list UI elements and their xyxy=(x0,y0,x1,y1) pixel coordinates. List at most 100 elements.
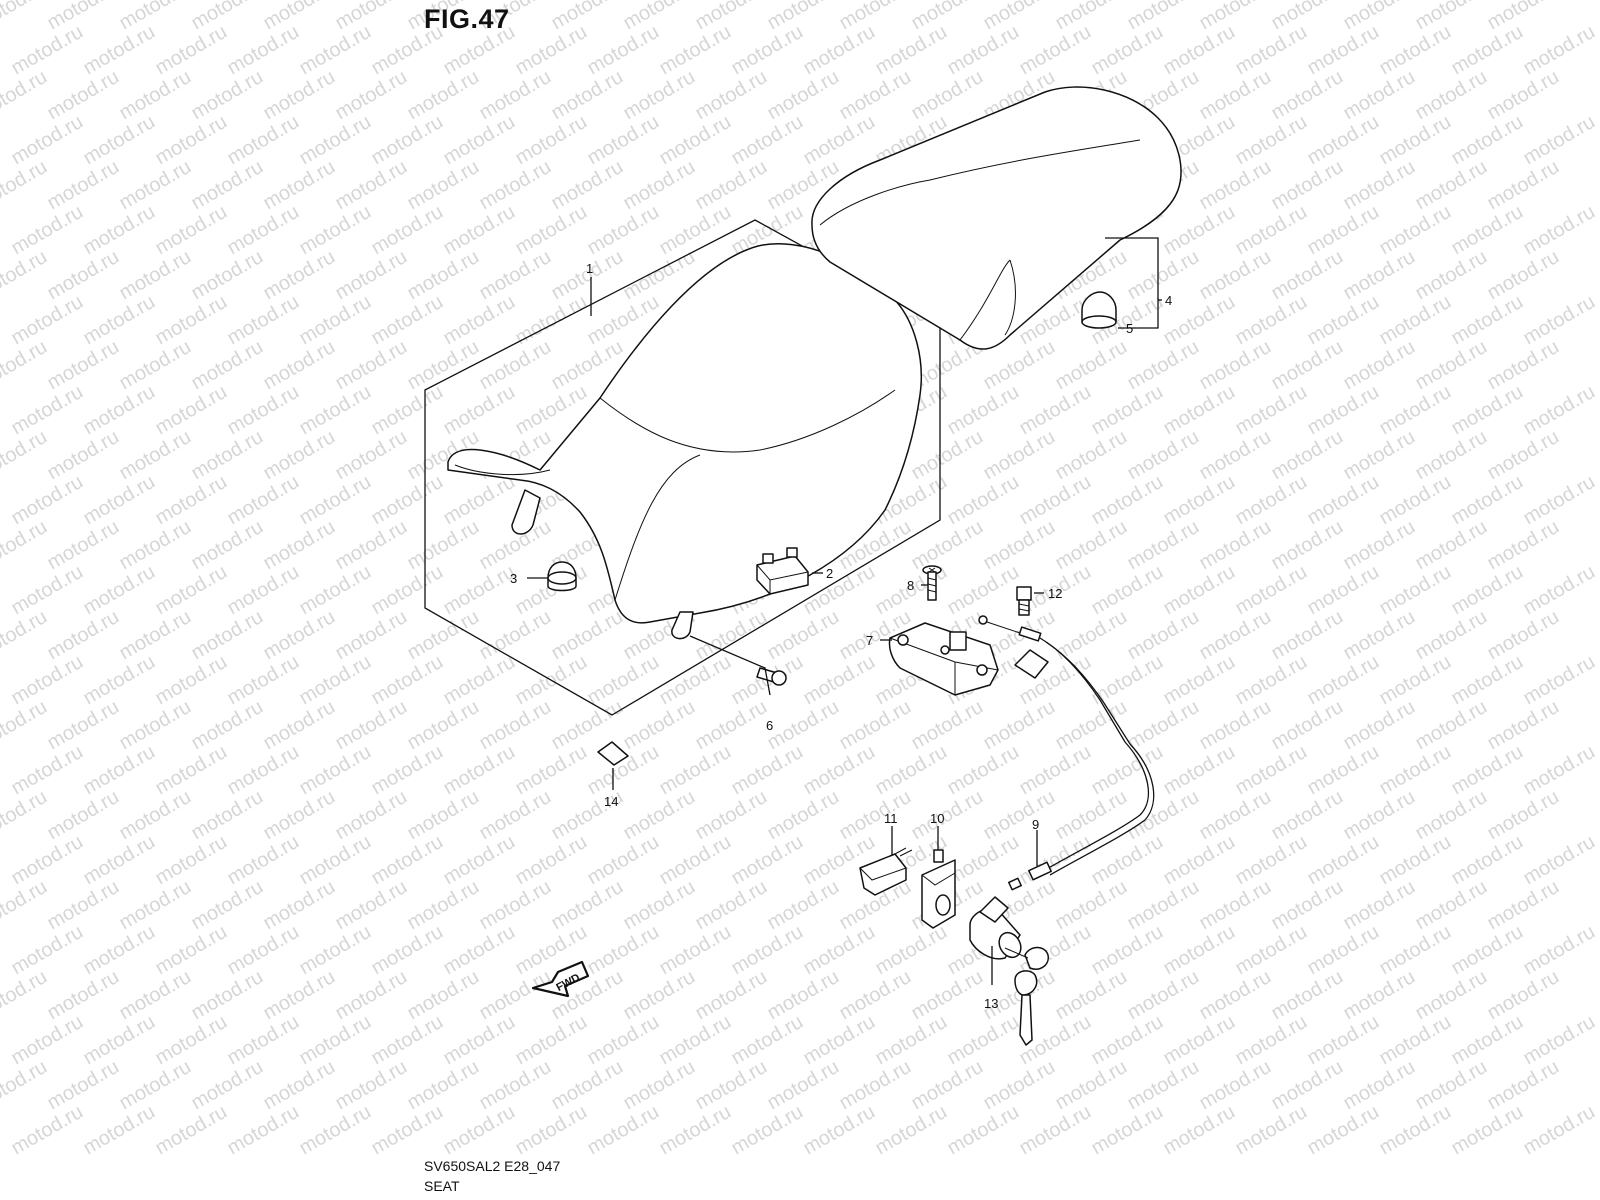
watermark-text: motod.ru xyxy=(8,831,87,890)
watermark-text: motod.ru xyxy=(512,1101,591,1160)
watermark-text: motod.ru xyxy=(476,66,555,125)
watermark-text: motod.ru xyxy=(1412,876,1491,935)
watermark-text: motod.ru xyxy=(152,111,231,170)
watermark-text: motod.ru xyxy=(728,21,807,80)
watermark-text: motod.ru xyxy=(512,201,591,260)
watermark-text: motod.ru xyxy=(980,696,1059,755)
watermark-text: motod.ru xyxy=(368,831,447,890)
callout-4: 4 xyxy=(1165,293,1172,308)
watermark-text: motod.ru xyxy=(476,696,555,755)
watermark-text: motod.ru xyxy=(260,246,339,305)
watermark-text: motod.ru xyxy=(1268,1056,1347,1115)
watermark-text: motod.ru xyxy=(188,66,267,125)
watermark-text: motod.ru xyxy=(980,786,1059,845)
watermark-text: motod.ru xyxy=(1340,426,1419,485)
watermark-text: motod.ru xyxy=(1520,831,1599,890)
watermark-text: motod.ru xyxy=(1088,471,1167,530)
watermark-text: motod.ru xyxy=(1520,561,1599,620)
watermark-text: motod.ru xyxy=(1268,246,1347,305)
watermark-text: motod.ru xyxy=(80,21,159,80)
watermark-text: motod.ru xyxy=(404,66,483,125)
watermark-text: motod.ru xyxy=(764,606,843,665)
watermark-text: motod.ru xyxy=(1376,291,1455,350)
watermark-text: motod.ru xyxy=(908,66,987,125)
label-drawing xyxy=(597,741,629,766)
watermark-text: motod.ru xyxy=(1340,786,1419,845)
model-code: SV650SAL2 E28_047 xyxy=(424,1158,561,1174)
watermark-text: motod.ru xyxy=(1232,201,1311,260)
watermark-text: motod.ru xyxy=(656,1011,735,1070)
watermark-text: motod.ru xyxy=(80,201,159,260)
watermark-text: motod.ru xyxy=(512,831,591,890)
watermark-text: motod.ru xyxy=(980,516,1059,575)
watermark-text: motod.ru xyxy=(584,1011,663,1070)
watermark-text: motod.ru xyxy=(1484,426,1563,485)
watermark-text: motod.ru xyxy=(692,876,771,935)
watermark-text: motod.ru xyxy=(332,786,411,845)
watermark-text: motod.ru xyxy=(116,876,195,935)
watermark-text: motod.ru xyxy=(440,1101,519,1160)
callout-2: 2 xyxy=(826,566,833,581)
front-seat-drawing xyxy=(447,242,923,640)
watermark-text: motod.ru xyxy=(1232,291,1311,350)
watermark-text: motod.ru xyxy=(692,966,771,1025)
watermark-text: motod.ru xyxy=(368,651,447,710)
watermark-text: motod.ru xyxy=(908,966,987,1025)
watermark-text: motod.ru xyxy=(548,0,627,34)
watermark-text: motod.ru xyxy=(656,21,735,80)
watermark-text: motod.ru xyxy=(620,66,699,125)
watermark-text: motod.ru xyxy=(1160,471,1239,530)
watermark-text: motod.ru xyxy=(44,696,123,755)
watermark-text: motod.ru xyxy=(296,471,375,530)
watermark-text: motod.ru xyxy=(1340,246,1419,305)
watermark-text: motod.ru xyxy=(188,876,267,935)
watermark-text: motod.ru xyxy=(1304,741,1383,800)
watermark-text: motod.ru xyxy=(692,1056,771,1115)
watermark-text: motod.ru xyxy=(908,1056,987,1115)
figure-title: FIG.47 xyxy=(424,4,510,34)
watermark-text: motod.ru xyxy=(1088,21,1167,80)
watermark-text: motod.ru xyxy=(800,1101,879,1160)
watermark-text: motod.ru xyxy=(980,426,1059,485)
watermark-text: motod.ru xyxy=(1016,1101,1095,1160)
watermark-text: motod.ru xyxy=(1484,0,1563,34)
watermark-text: motod.ru xyxy=(1520,291,1599,350)
watermark-text: motod.ru xyxy=(1016,471,1095,530)
watermark-text: motod.ru xyxy=(764,66,843,125)
watermark-text: motod.ru xyxy=(224,921,303,980)
watermark-text: motod.ru xyxy=(728,921,807,980)
watermark-text: motod.ru xyxy=(1448,201,1527,260)
watermark-text: motod.ru xyxy=(692,156,771,215)
watermark-text: motod.ru xyxy=(368,561,447,620)
watermark-text: motod.ru xyxy=(944,741,1023,800)
watermark-text: motod.ru xyxy=(1412,246,1491,305)
watermark-text: motod.ru xyxy=(620,156,699,215)
watermark-text: motod.ru xyxy=(728,111,807,170)
watermark-text: motod.ru xyxy=(692,696,771,755)
watermark-text: motod.ru xyxy=(476,246,555,305)
watermark-text: motod.ru xyxy=(692,606,771,665)
watermark-text: motod.ru xyxy=(728,1101,807,1160)
watermark-text: motod.ru xyxy=(1376,471,1455,530)
watermark-text: motod.ru xyxy=(1196,426,1275,485)
watermark-text: motod.ru xyxy=(1520,921,1599,980)
watermark-text: motod.ru xyxy=(800,21,879,80)
watermark-text: motod.ru xyxy=(368,1011,447,1070)
watermark-text: motod.ru xyxy=(1412,516,1491,575)
watermark-text: motod.ru xyxy=(0,246,51,305)
watermark-text: motod.ru xyxy=(1268,966,1347,1025)
watermark-text: motod.ru xyxy=(8,471,87,530)
watermark-text: motod.ru xyxy=(1088,741,1167,800)
watermark-text: motod.ru xyxy=(1520,201,1599,260)
watermark-text: motod.ru xyxy=(1304,1101,1383,1160)
watermark-text: motod.ru xyxy=(1304,381,1383,440)
watermark-text: motod.ru xyxy=(332,696,411,755)
watermark-text: motod.ru xyxy=(44,336,123,395)
watermark-text: motod.ru xyxy=(224,651,303,710)
watermark-text: motod.ru xyxy=(1232,651,1311,710)
watermark-text: motod.ru xyxy=(1124,246,1203,305)
watermark-text: motod.ru xyxy=(8,741,87,800)
rear-seat-cushion-drawing xyxy=(1081,291,1117,329)
watermark-text: motod.ru xyxy=(548,156,627,215)
watermark-text: motod.ru xyxy=(404,786,483,845)
